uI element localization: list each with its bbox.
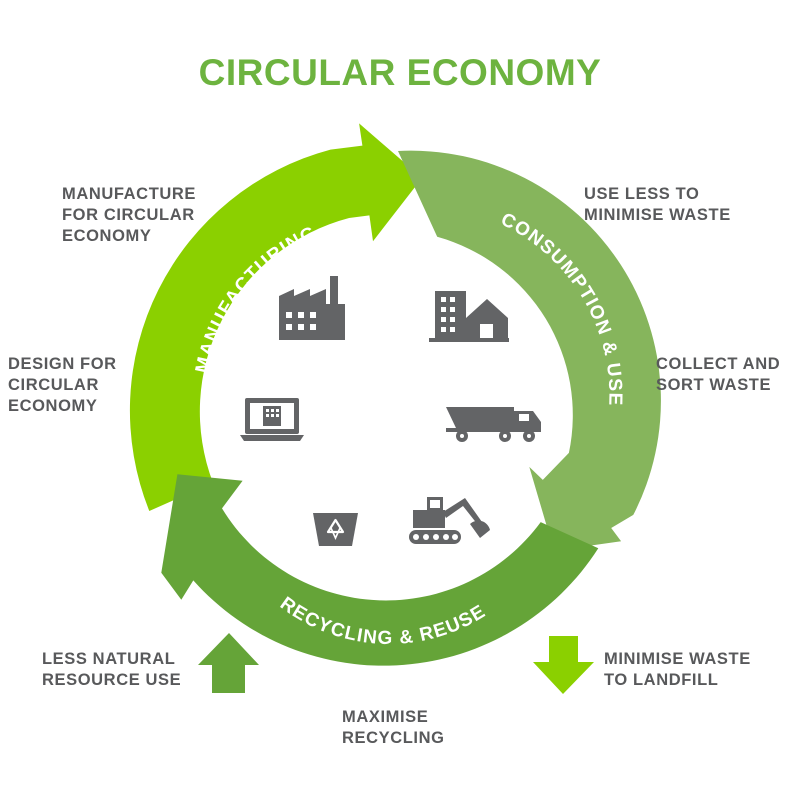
label-manufacture-for-circular: MANUFACTURE FOR CIRCULAR ECONOMY (62, 185, 197, 245)
recycle-bin-icon (313, 513, 358, 546)
laptop-icon (240, 398, 304, 441)
manufacturing-arc (129, 123, 423, 512)
label-minimise-landfill: MINIMISE WASTE TO LANDFILL (604, 650, 751, 689)
down-arrow (533, 636, 594, 694)
truck-icon (446, 407, 541, 442)
up-arrow (198, 633, 259, 693)
label-design-for-circular: DESIGN FOR CIRCULAR ECONOMY (8, 355, 117, 415)
page-title: CIRCULAR ECONOMY (198, 52, 602, 93)
label-use-less: USE LESS TO MINIMISE WASTE (584, 185, 731, 224)
label-collect-sort: COLLECT AND SORT WASTE (656, 355, 781, 394)
consumption-arc (398, 150, 661, 551)
label-maximise-recycling: MAXIMISE RECYCLING (342, 708, 445, 747)
excavator-icon (409, 497, 490, 544)
factory-icon (279, 276, 345, 340)
city-buildings-icon (429, 291, 509, 342)
recycling-arc (161, 474, 599, 666)
label-less-natural: LESS NATURAL RESOURCE USE (42, 650, 182, 689)
